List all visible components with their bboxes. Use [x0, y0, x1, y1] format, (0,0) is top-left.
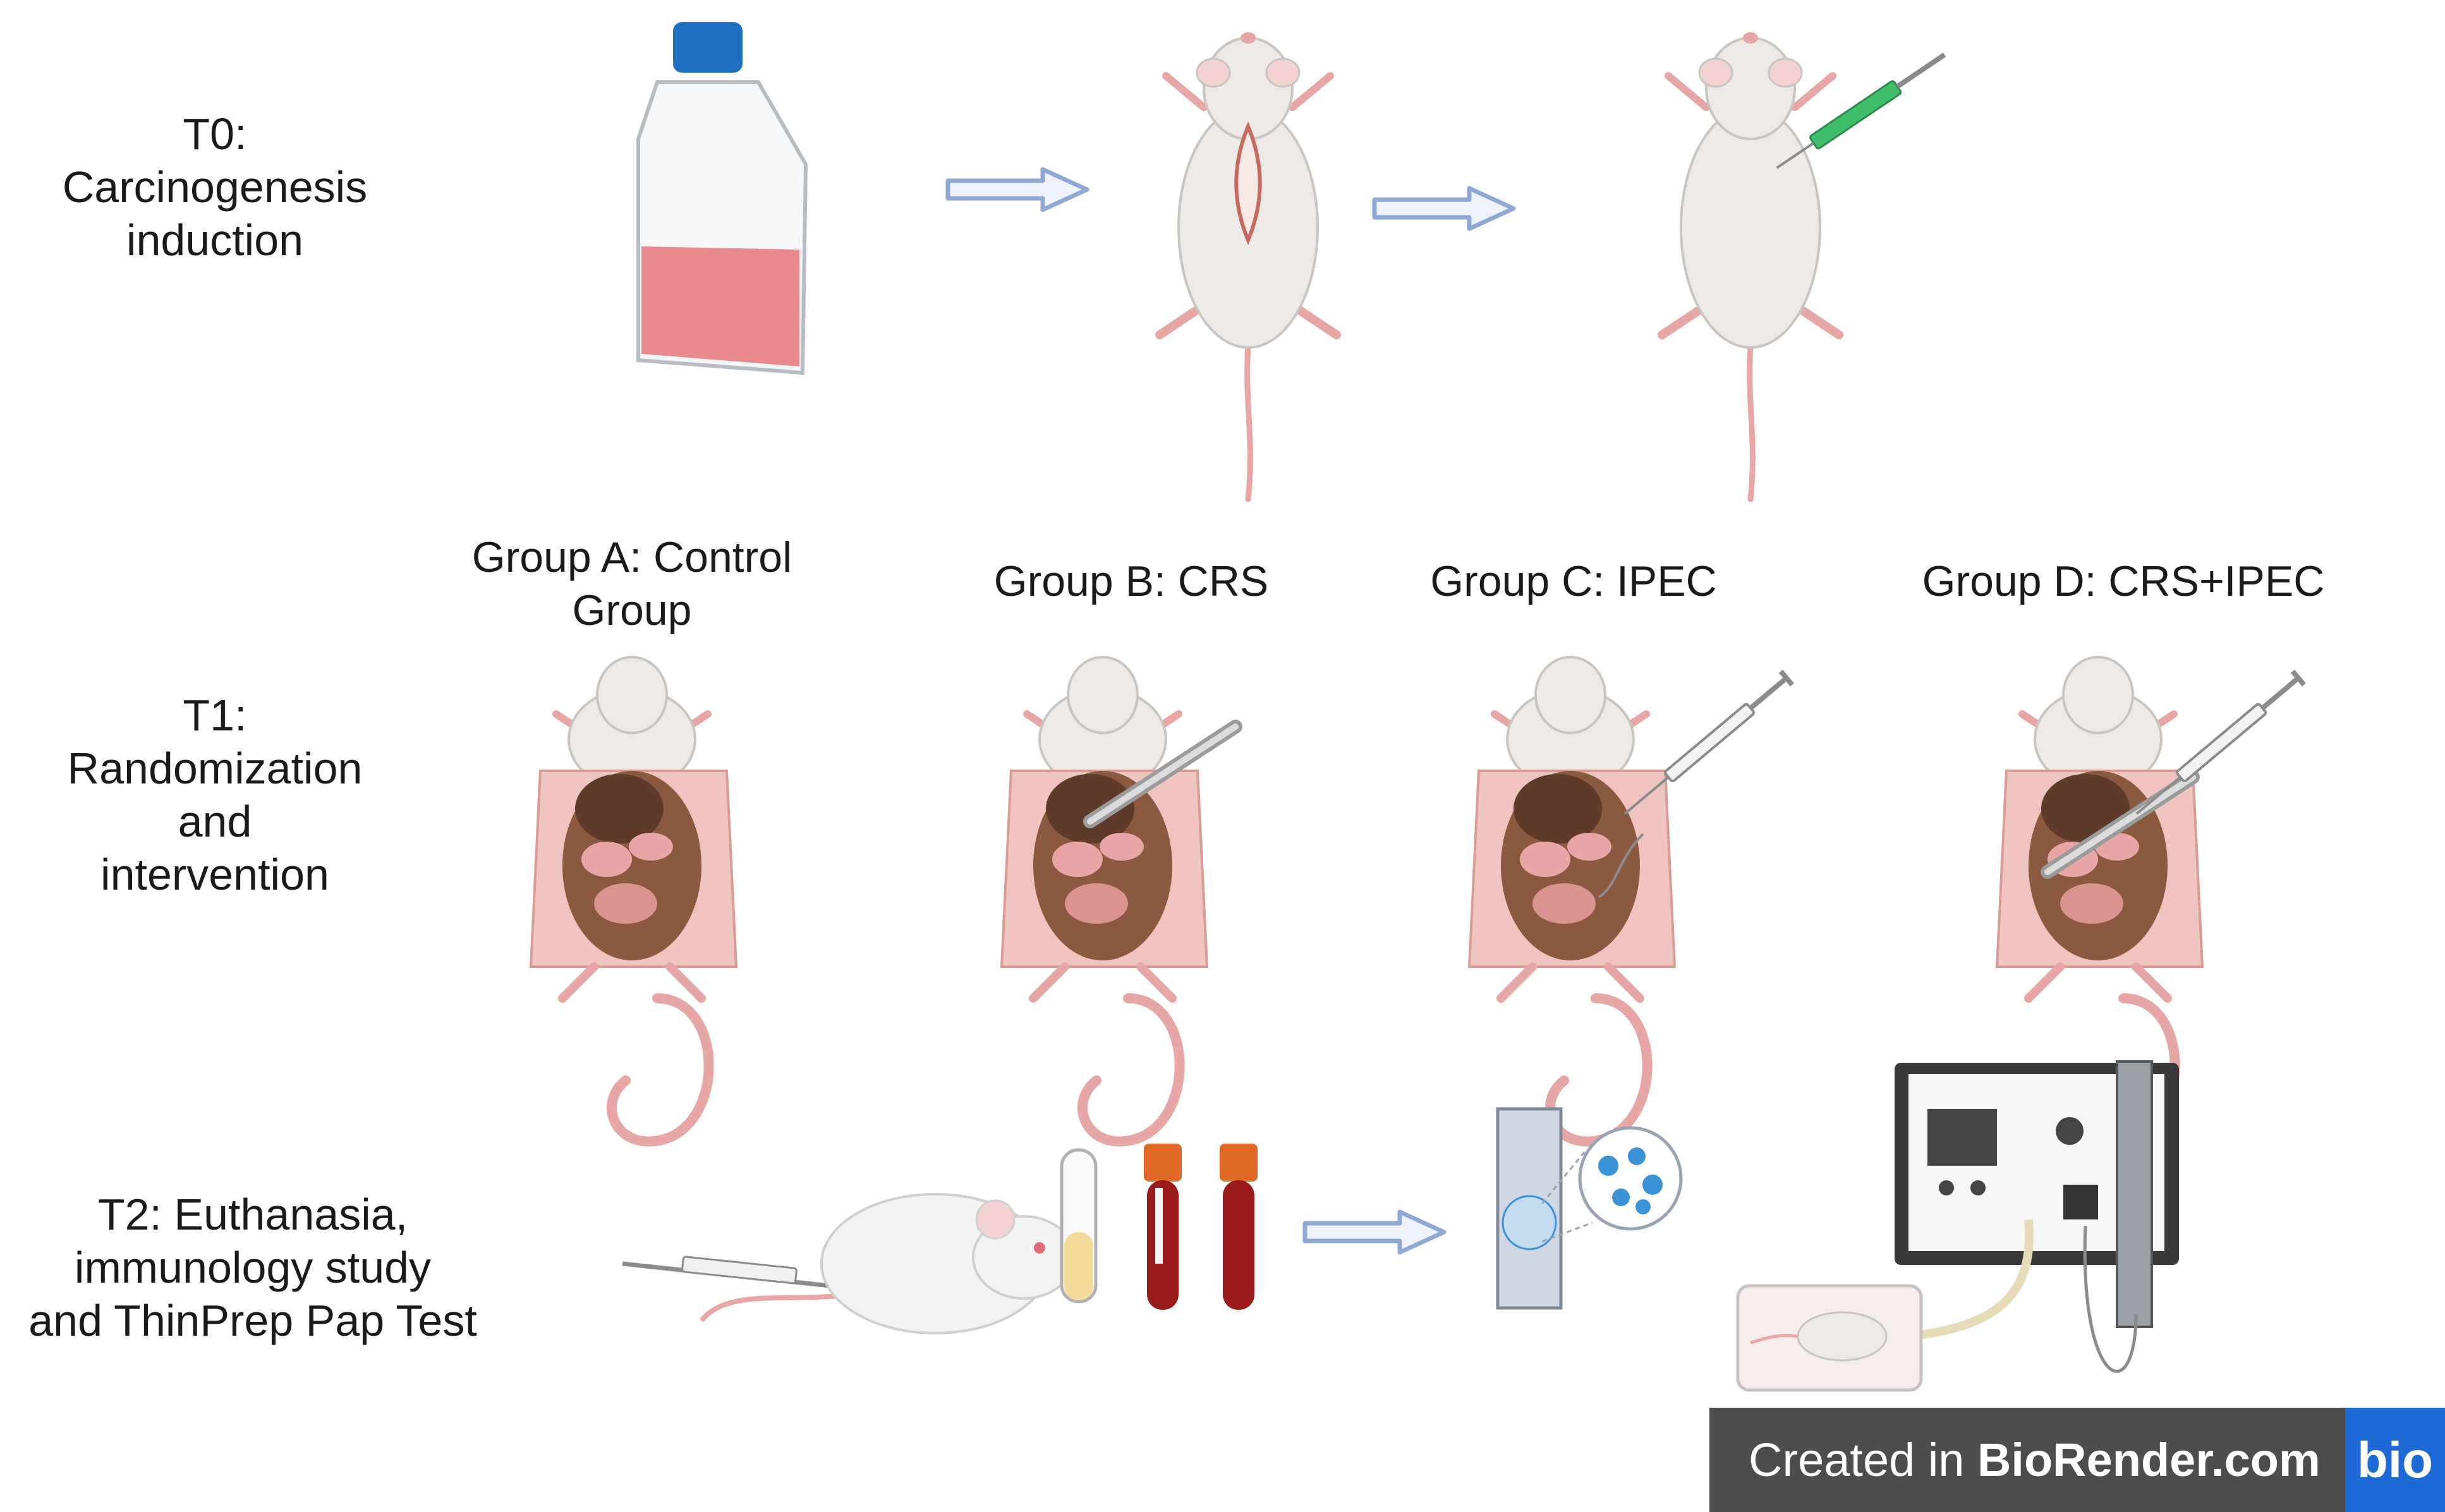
watermark-brand: BioRender.com [1977, 1434, 2321, 1486]
rat-injection-icon [1662, 32, 1839, 499]
stage-label-t2: T2: Euthanasia, immunology study and Thi… [28, 1190, 477, 1345]
rat-group-a-icon [531, 657, 736, 1142]
rat-incision-icon [1160, 32, 1337, 499]
biorender-logo: bio [2345, 1408, 2445, 1512]
syringe-icon [1618, 668, 1795, 822]
arrow-right-icon [1374, 188, 1514, 229]
group-label-a: Group A: Control Group [471, 533, 792, 634]
perfusion-machine-icon [1736, 1060, 2179, 1392]
arrow-right-icon [948, 169, 1087, 210]
watermark-prefix: Created in [1749, 1434, 1977, 1486]
rat-group-c-icon [1469, 657, 1675, 1142]
thinprep-slide-icon [1496, 1107, 1683, 1310]
watermark-text: Created in BioRender.com [1749, 1433, 2321, 1487]
biorender-watermark: Created in BioRender.com bio [1709, 1408, 2445, 1512]
group-label-b: Group B: CRS [993, 557, 1269, 605]
arrow-right-icon [1305, 1212, 1444, 1252]
serum-tube-icon [1060, 1148, 1098, 1303]
group-label-d: Group D: CRS+IPEC [1922, 557, 2325, 605]
stage-label-t1: T1: Randomization and intervention [67, 691, 363, 899]
syringe-icon [1776, 52, 1946, 169]
abdominal-incision [1234, 121, 1262, 245]
group-label-c: Group C: IPEC [1430, 557, 1717, 605]
rat-group-b-icon [1002, 657, 1207, 1142]
blood-tube-icon [1144, 1144, 1182, 1310]
stage-label-t0: T0: Carcinogenesis induction [62, 109, 368, 265]
euthanasia-syringe-icon [622, 1255, 860, 1291]
culture-flask [636, 22, 808, 375]
blood-tube-icon [1220, 1144, 1258, 1310]
